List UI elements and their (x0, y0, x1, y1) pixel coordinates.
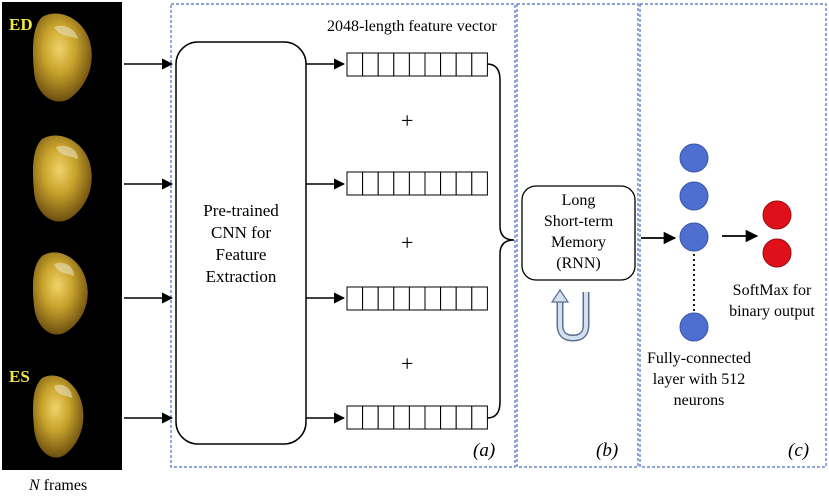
heart-frames (32, 13, 92, 458)
lstm-label-line-3: Memory (550, 234, 607, 251)
frames-count-var: N (29, 477, 40, 494)
panel-c (639, 3, 827, 468)
recurrent-loop-icon (550, 288, 590, 342)
feature-vector-cell (440, 405, 457, 430)
fc-label-line-1: Fully-connected (647, 350, 751, 367)
plus-sign-1: + (401, 108, 414, 133)
fc-label: Fully-connected layer with 512 neurons (640, 348, 758, 411)
cnn-box (175, 41, 307, 445)
fc-label-line-3: neurons (673, 392, 725, 409)
lstm-label: Long Short-term Memory (RNN) (522, 190, 635, 274)
feature-vector-1 (346, 52, 488, 77)
feature-vector-cell (440, 52, 457, 77)
feature-vector-cell (362, 52, 379, 77)
feature-vector-cell (440, 286, 457, 311)
feature-vector-cell (377, 171, 395, 196)
softmax-label-line-2: binary output (729, 303, 815, 320)
fc-neuron-1 (679, 143, 709, 173)
feature-vector-4 (346, 405, 488, 430)
fc-neuron-last (679, 312, 709, 342)
feature-vector-cell (424, 171, 442, 196)
feature-vector-cell (362, 286, 379, 311)
feature-vector-cell (346, 171, 364, 196)
panel-a (170, 3, 516, 468)
heart-frame-3 (32, 252, 88, 335)
heart-frame-2 (32, 135, 92, 222)
cnn-label-line-2: CNN for (211, 223, 271, 242)
panel-b-label: (b) (596, 440, 619, 461)
feature-vector-cell (393, 405, 410, 430)
fc-neuron-2 (679, 181, 709, 211)
lstm-label-line-1: Long (561, 192, 596, 209)
feature-vector-cell (408, 286, 426, 311)
frames-strip: ED ES (2, 2, 122, 470)
feature-vector-cell (377, 405, 395, 430)
feature-vector-cell (471, 171, 488, 196)
cnn-label-line-4: Extraction (205, 267, 277, 286)
merge-brace (486, 63, 515, 419)
lstm-label-line-4: (RNN) (556, 255, 601, 272)
frames-caption-text: frames (39, 477, 88, 494)
feature-vector-title: 2048-length feature vector (327, 18, 497, 35)
output-neuron-2 (762, 238, 792, 268)
es-label: ES (9, 367, 30, 386)
output-neuron-1 (762, 200, 792, 230)
fc-label-line-2: layer with 512 (652, 371, 746, 388)
feature-vector-cell (393, 171, 410, 196)
feature-vector-3 (346, 286, 488, 311)
feature-vector-cell (346, 286, 364, 311)
feature-vector-cell (408, 171, 426, 196)
softmax-label-line-1: SoftMax for (732, 282, 812, 299)
softmax-label: SoftMax for binary output (716, 280, 828, 322)
feature-vector-cell (346, 405, 364, 430)
feature-vector-cell (408, 405, 426, 430)
cnn-label-line-1: Pre-trained (203, 201, 279, 220)
feature-vector-cell (471, 286, 488, 311)
lstm-label-line-2: Short-term (543, 213, 614, 230)
feature-vector-cell (424, 52, 442, 77)
cnn-label: Pre-trained CNN for Feature Extraction (176, 200, 306, 288)
heart-frame-4 (32, 375, 84, 458)
plus-sign-2: + (401, 230, 414, 255)
feature-vector-cell (455, 286, 473, 311)
feature-vector-cell (377, 286, 395, 311)
frames-caption: N frames (29, 477, 87, 495)
plus-sign-3: + (401, 351, 414, 376)
feature-vector-cell (440, 171, 457, 196)
fc-neuron-3 (679, 222, 709, 252)
feature-vector-cell (362, 405, 379, 430)
lstm-box (521, 185, 636, 281)
feature-vector-cell (362, 171, 379, 196)
feature-vectors (346, 52, 488, 430)
feature-vector-cell (471, 52, 488, 77)
feature-vector-cell (455, 171, 473, 196)
panel-a-label: (a) (473, 440, 496, 461)
cnn-label-line-3: Feature (215, 245, 267, 264)
feature-vector-cell (393, 52, 410, 77)
feature-vector-cell (424, 405, 442, 430)
feature-vector-cell (471, 405, 488, 430)
ed-label: ED (9, 15, 33, 34)
feature-vector-cell (377, 52, 395, 77)
feature-vector-2 (346, 171, 488, 196)
panel-b (516, 3, 639, 468)
feature-vector-cell (424, 286, 442, 311)
feature-vector-cell (455, 52, 473, 77)
heart-frame-1 (32, 13, 92, 102)
feature-vector-cell (408, 52, 426, 77)
feature-vector-cell (393, 286, 410, 311)
feature-vector-cell (346, 52, 364, 77)
panel-c-label: (c) (788, 440, 810, 461)
feature-vector-cell (455, 405, 473, 430)
